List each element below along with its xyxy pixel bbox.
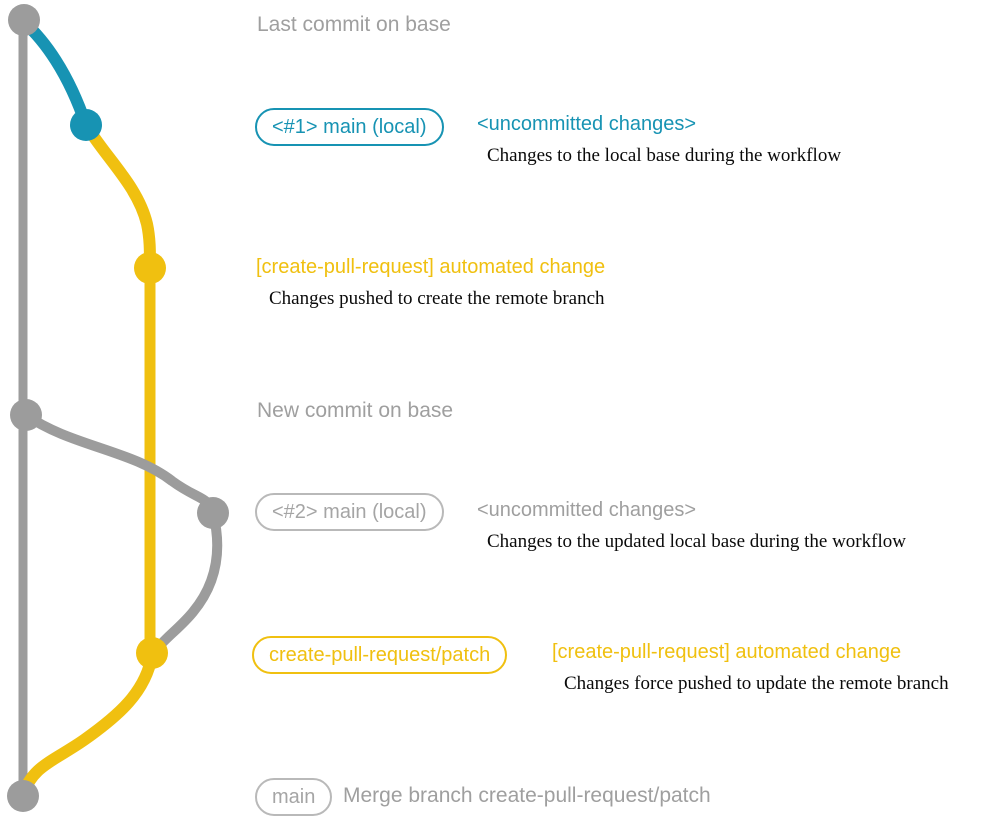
branch-pill-main-local-2: <#2> main (local): [255, 493, 444, 531]
commit-node-patch-2: [136, 637, 168, 669]
commit-node-patch-1: [134, 252, 166, 284]
edge-rebase-to-patch: [149, 508, 223, 657]
heading-automated-change-2: [create-pull-request] automated change: [552, 641, 902, 663]
heading-uncommitted-changes-2: <uncommitted changes>: [477, 499, 697, 521]
commit-node-local-2: [197, 497, 229, 529]
branch-label-main-local-1: <#1> main (local): [255, 108, 444, 146]
edge-local-commit-1: [18, 16, 92, 131]
branch-label-create-pull-request-patch: create-pull-request/patch: [252, 636, 508, 674]
caption-merge-branch: Merge branch create-pull-request/patch: [343, 784, 711, 807]
caption-last-commit-on-base: Last commit on base: [257, 13, 451, 36]
commit-node-base-tip: [8, 4, 40, 36]
branch-pill-main: main: [255, 778, 333, 816]
heading-uncommitted-changes-1: <uncommitted changes>: [477, 113, 697, 135]
description-automated-change-1: Changes pushed to create the remote bran…: [269, 288, 605, 309]
caption-new-commit-on-base: New commit on base: [257, 399, 454, 422]
edge-local-commit-2: [21, 410, 218, 518]
description-uncommitted-changes-1: Changes to the local base during the wor…: [487, 145, 842, 166]
commit-node-merge: [7, 780, 39, 812]
branch-label-main: main: [255, 778, 333, 816]
branch-pill-main-local-1: <#1> main (local): [255, 108, 444, 146]
edge-patch-branch-out: [80, 119, 156, 274]
branch-pill-create-pull-request-patch: create-pull-request/patch: [252, 636, 508, 674]
branch-label-main-local-2: <#2> main (local): [255, 493, 444, 531]
commit-node-local-1: [70, 109, 102, 141]
description-automated-change-2: Changes force pushed to update the remot…: [564, 673, 949, 694]
description-uncommitted-changes-2: Changes to the updated local base during…: [487, 531, 906, 552]
edge-patch-merge: [17, 649, 158, 801]
commit-node-base-new: [10, 399, 42, 431]
heading-automated-change-1: [create-pull-request] automated change: [256, 256, 606, 278]
git-graph: [7, 4, 229, 812]
